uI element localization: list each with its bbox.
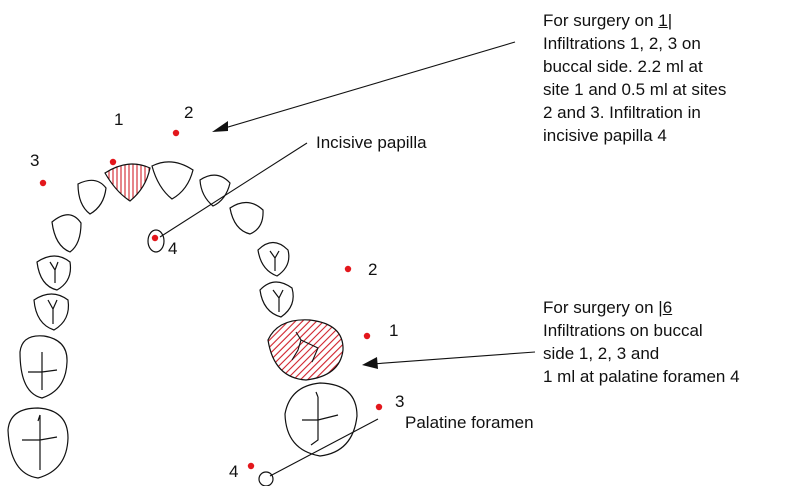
incisor-note-line: Infiltrations 1, 2, 3 on (543, 34, 701, 53)
tooth-first-molar-left (19, 335, 68, 399)
tooth-lateral-incisor-left (77, 179, 107, 215)
site-number-posterior-2: 2 (368, 260, 378, 279)
incisor-note-title: For surgery on 1| (543, 11, 673, 30)
molar-note-line: 1 ml at palatine foramen 4 (543, 367, 740, 386)
palatine-foramen-label: Palatine foramen (405, 413, 534, 432)
palatine-leader-line (269, 418, 379, 477)
site-number-anterior-2: 2 (184, 103, 194, 122)
arrowhead-molar (362, 357, 378, 369)
arrow-incisor-note (217, 41, 516, 131)
injection-dot-posterior-4 (247, 462, 255, 470)
tooth-canine-left (51, 214, 82, 253)
incisive-leader-line (159, 142, 308, 238)
incisor-note-line: buccal side. 2.2 ml at (543, 57, 703, 76)
incisor-surgery-note: For surgery on 1| Infiltrations 1, 2, 3 … (543, 9, 726, 147)
tooth-premolar-2-right (259, 281, 294, 318)
injection-dot-posterior-3 (375, 403, 383, 411)
site-number-posterior-4: 4 (229, 462, 239, 481)
arrow-molar-note (371, 351, 536, 365)
injection-dot-posterior-1 (363, 332, 371, 340)
incisor-note-line: site 1 and 0.5 ml at sites (543, 80, 727, 99)
injection-dot-anterior-4 (151, 234, 159, 242)
molar-surgery-note: For surgery on |6 Infiltrations on bucca… (543, 296, 740, 388)
site-number-anterior-3: 3 (30, 151, 40, 170)
tooth-central-incisor-left (104, 163, 151, 202)
tooth-second-molar-left (7, 407, 69, 479)
tooth-canine-right (229, 201, 264, 235)
incisor-note-line: 2 and 3. Infiltration in (543, 103, 701, 122)
tooth-second-molar-right (284, 382, 358, 457)
tooth-premolar-1-left (36, 255, 72, 291)
incisive-papilla-label: Incisive papilla (316, 133, 427, 152)
tooth-number-incisor: 1 (658, 11, 668, 30)
injection-dot-anterior-1 (109, 158, 117, 166)
tooth-first-molar-right (267, 319, 344, 381)
molar-note-line: Infiltrations on buccal (543, 321, 703, 340)
site-number-anterior-1: 1 (114, 110, 124, 129)
site-number-anterior-4: 4 (168, 239, 178, 258)
tooth-premolar-1-right (257, 241, 290, 277)
injection-dot-anterior-3 (39, 179, 47, 187)
tooth-premolar-2-left (33, 293, 70, 331)
palatine-foramen-marker (258, 471, 274, 486)
site-number-posterior-3: 3 (395, 392, 405, 411)
tooth-lateral-incisor-right (199, 174, 231, 207)
molar-note-line: side 1, 2, 3 and (543, 344, 660, 363)
incisor-note-line: incisive papilla 4 (543, 126, 667, 145)
tooth-number-molar: 6 (662, 298, 673, 317)
molar-note-title: For surgery on |6 (543, 298, 673, 317)
site-number-posterior-1: 1 (389, 321, 399, 340)
injection-dot-posterior-2 (344, 265, 352, 273)
arrowhead-incisor (212, 121, 228, 132)
injection-dot-anterior-2 (172, 129, 180, 137)
tooth-central-incisor-right (151, 161, 194, 200)
